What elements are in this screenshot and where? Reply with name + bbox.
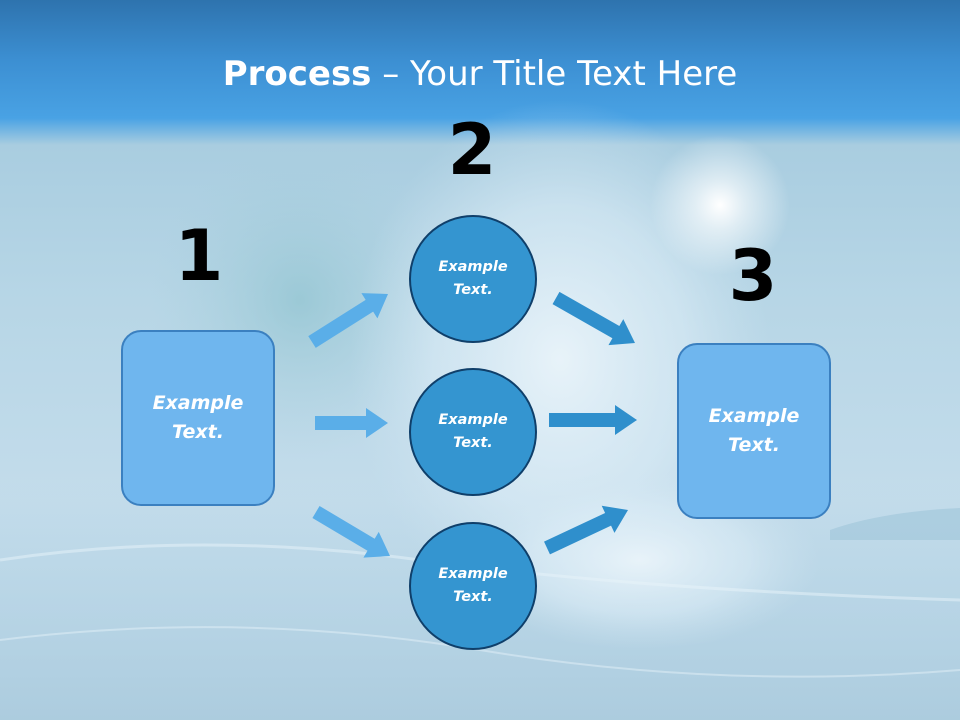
step-3-box: Example Text. [677,343,831,519]
title-rest: – Your Title Text Here [371,54,738,94]
step-2-circle-top-label: Example Text. [438,259,508,298]
step-2-circle-middle-label: Example Text. [438,412,508,451]
step-2-circle-bottom-label: Example Text. [438,566,508,605]
arrow-1-to-2-top [308,293,388,348]
step-3-label: Example Text. [708,405,800,456]
slide-title: Process – Your Title Text Here [0,52,960,96]
step-number-1: 1 [174,215,224,297]
arrow-1-to-2-middle [315,408,388,438]
step-2-circle-top: Example Text. [409,215,537,343]
arrow-2-top-to-3 [552,291,635,346]
step-1-box: Example Text. [121,330,275,506]
step-2-circle-middle: Example Text. [409,368,537,496]
arrow-1-to-2-bottom [312,505,390,558]
step-number-2: 2 [447,109,497,191]
title-bold: Process [222,54,372,94]
arrow-2-middle-to-3 [549,405,637,435]
step-1-label: Example Text. [152,392,244,443]
step-number-3: 3 [728,235,778,317]
step-2-circle-bottom: Example Text. [409,522,537,650]
arrow-2-bottom-to-3 [544,505,628,555]
